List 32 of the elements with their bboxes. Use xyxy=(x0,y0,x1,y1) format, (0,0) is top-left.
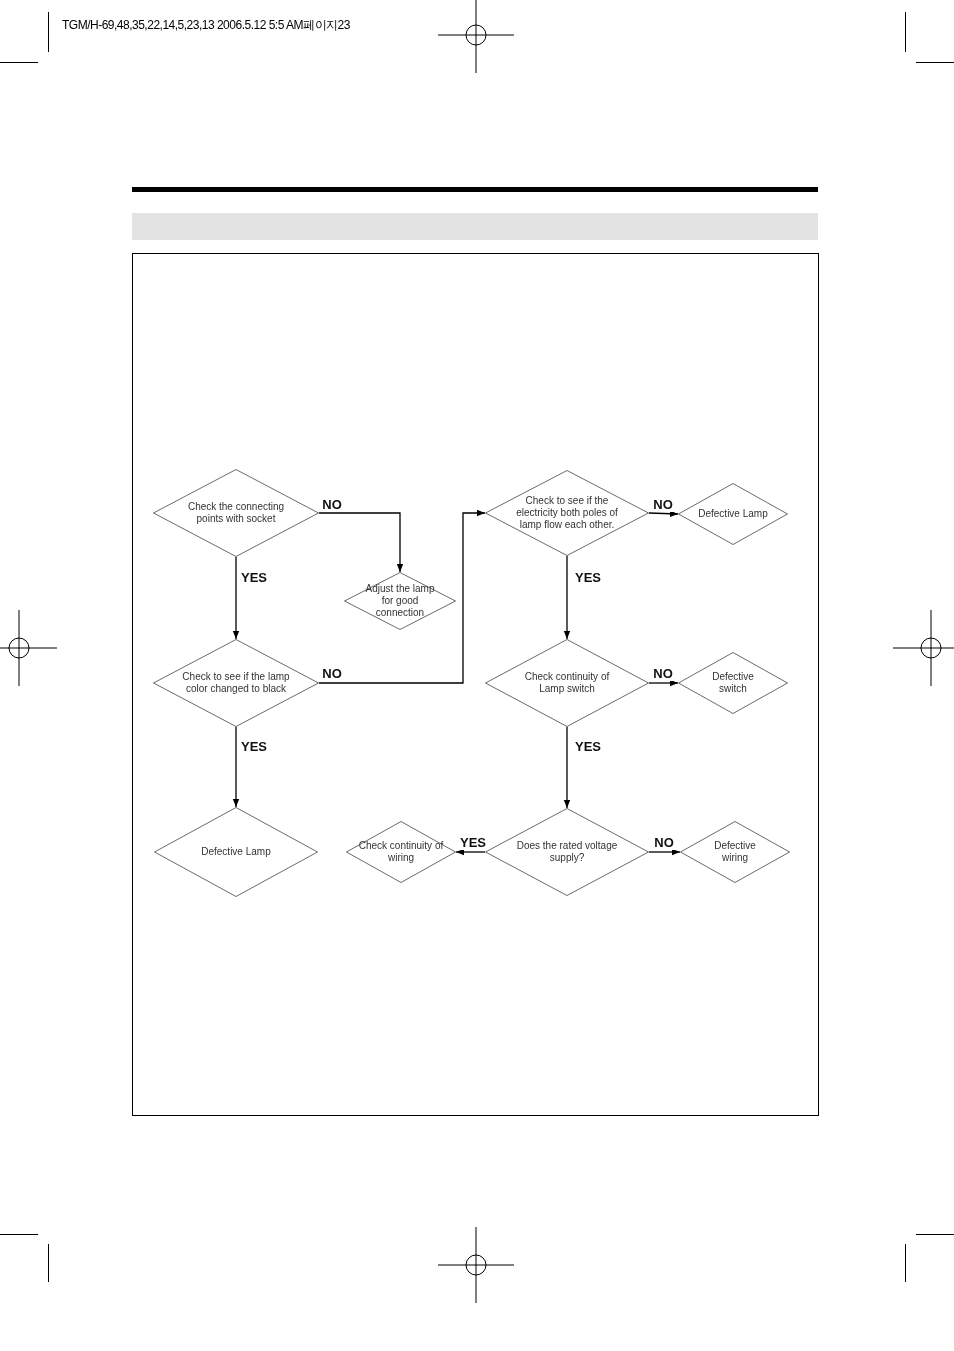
edge-label: YES xyxy=(240,571,268,585)
outcome-diamond: Defective Lamp xyxy=(678,483,788,545)
decision-diamond: Check continuity of Lamp switch xyxy=(485,639,649,727)
arrow xyxy=(232,726,240,808)
outcome-diamond: Adjust the lamp for good connection xyxy=(344,572,456,630)
arrow xyxy=(563,726,571,809)
edge-label: YES xyxy=(240,740,268,754)
outcome-diamond: Check continuity of wiring xyxy=(346,821,456,883)
decision-diamond: Check to see if the lamp color changed to black xyxy=(153,639,319,727)
arrow xyxy=(563,555,571,640)
arrow xyxy=(648,510,679,517)
arrow xyxy=(318,509,486,684)
outcome-diamond: Defective Lamp xyxy=(154,807,318,897)
edge-label: NO xyxy=(321,498,343,512)
arrow xyxy=(232,556,240,640)
edge-label: NO xyxy=(652,667,674,681)
decision-diamond: Does the rated voltage supply? xyxy=(485,808,649,896)
outcome-diamond: Defective switch xyxy=(678,652,788,714)
outcome-diamond: Defective wiring xyxy=(680,821,790,883)
edge-label: YES xyxy=(459,836,487,850)
arrow xyxy=(318,512,404,573)
decision-diamond: Check to see if the electricity both poles of lamp flow each other. xyxy=(485,470,649,556)
edge-label: NO xyxy=(653,836,675,850)
edge-label: YES xyxy=(574,571,602,585)
arrow xyxy=(648,848,681,856)
decision-diamond: Check the connecting points with socket xyxy=(153,469,319,557)
print-slug: TGM/H-69,48,35,22,14,5,23,13 2006.5.12 5:5 AM페이지23 xyxy=(62,17,350,34)
edge-label: NO xyxy=(321,667,343,681)
edge-label: NO xyxy=(652,498,674,512)
arrow xyxy=(648,679,679,687)
edge-label: YES xyxy=(574,740,602,754)
arrow xyxy=(455,848,486,856)
